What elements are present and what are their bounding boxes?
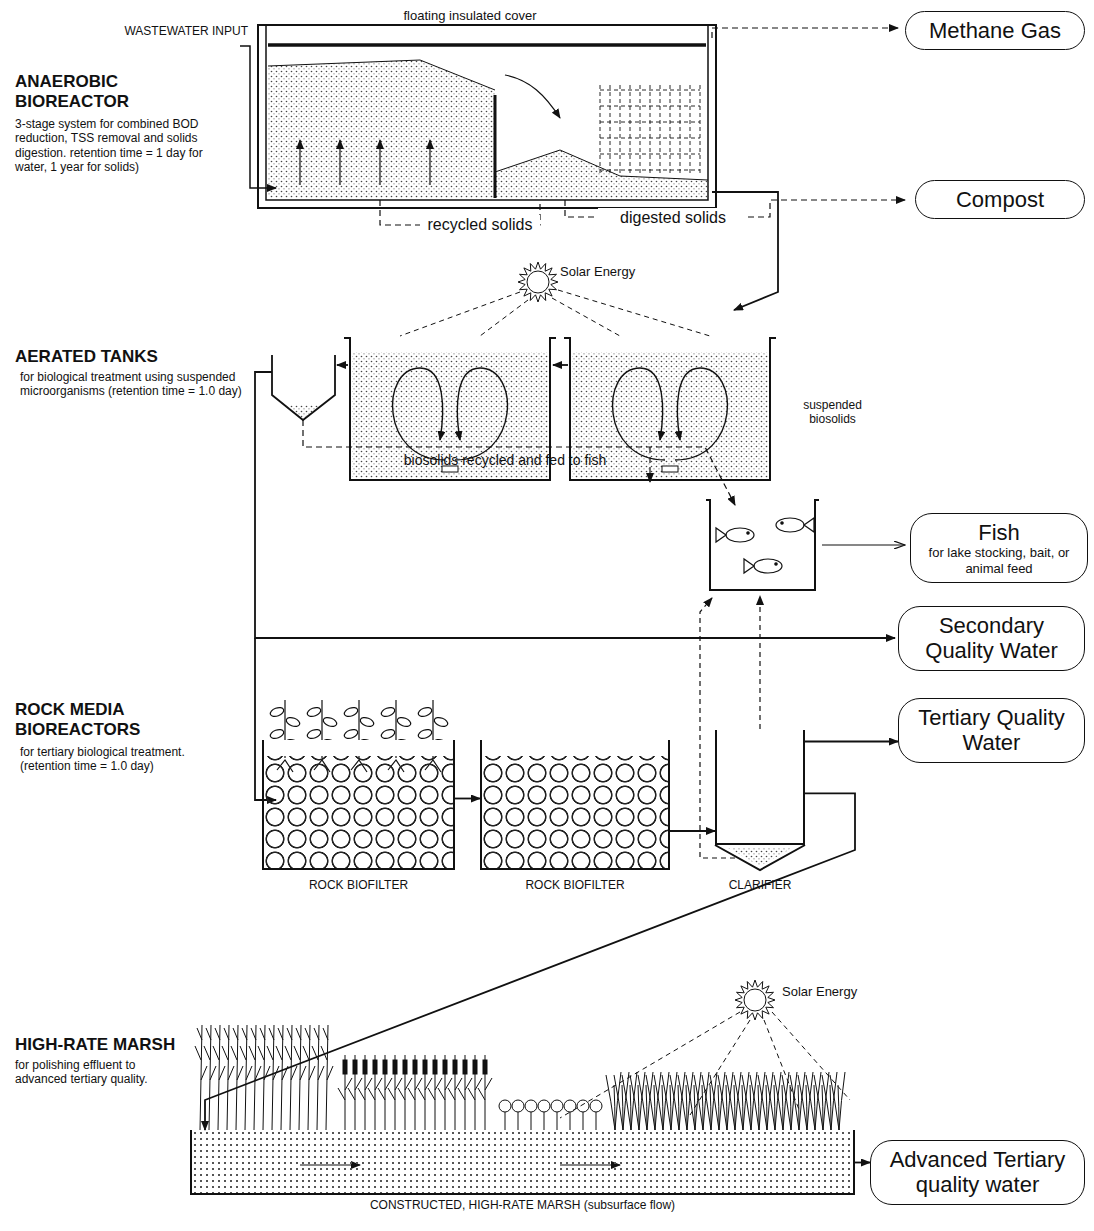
flow-arrow (805, 741, 898, 743)
tank-label: ROCK BIOFILTER (525, 878, 624, 892)
text-label: ROCK MEDIA BIOREACTORS (15, 700, 185, 741)
output-text: Methane Gas (929, 18, 1061, 43)
tank-box: CLARIFIER (715, 730, 805, 845)
output-text: for lake stocking, bait, or animal feed (921, 545, 1077, 576)
tank-label: CLARIFIER (729, 878, 792, 892)
text-label: for biological treatment using suspended… (20, 370, 245, 399)
tank-box: ROCK BIOFILTER (262, 740, 455, 870)
text-label: recycled solids (420, 215, 540, 234)
output-box: Tertiary Quality Water (898, 698, 1085, 763)
flow-arrow (670, 830, 715, 832)
tank-label: ROCK BIOFILTER (309, 878, 408, 892)
output-box: Secondary Quality Water (898, 606, 1085, 671)
output-text: Advanced Tertiary quality water (881, 1147, 1074, 1198)
text-label: biosolids recycled and fed to fish (360, 452, 650, 469)
output-box: Fishfor lake stocking, bait, or animal f… (910, 513, 1088, 583)
sun-symbol (518, 262, 775, 1020)
tank-box: ROCK BIOFILTER (480, 740, 670, 870)
text-label: WASTEWATER INPUT (120, 24, 248, 38)
text-label: AERATED TANKS (15, 347, 250, 367)
fish-tank (700, 500, 905, 858)
reactor-flows (240, 28, 905, 310)
marsh-plants (195, 1025, 845, 1130)
tank-box: CONSTRUCTED, HIGH-RATE MARSH (subsurface… (190, 1130, 855, 1195)
anaerobic-reactor (258, 25, 716, 208)
text-label: Solar Energy (782, 984, 902, 1000)
output-box: Methane Gas (905, 11, 1085, 50)
text-label: ANAEROBIC BIOREACTOR (15, 72, 155, 113)
output-box: Advanced Tertiary quality water (870, 1140, 1085, 1205)
text-label: floating insulated cover (360, 8, 580, 24)
output-text: Secondary Quality Water (909, 613, 1074, 664)
text-label: HIGH-RATE MARSH (15, 1035, 215, 1055)
text-label: suspended biosolids (785, 398, 880, 427)
text-label: for tertiary biological treatment. (rete… (20, 745, 200, 774)
flow-arrow (455, 798, 480, 800)
text-label: digested solids (598, 208, 748, 227)
output-text: Fish (978, 520, 1020, 545)
tank-label: CONSTRUCTED, HIGH-RATE MARSH (subsurface… (370, 1198, 675, 1212)
output-box: Compost (915, 180, 1085, 219)
output-text: Tertiary Quality Water (909, 705, 1074, 756)
text-label: 3-stage system for combined BOD reductio… (15, 117, 205, 175)
text-label: for polishing effluent to advanced terti… (15, 1058, 190, 1087)
output-text: Compost (956, 187, 1044, 212)
text-label: Solar Energy (560, 264, 680, 280)
flow-arrow (855, 1162, 870, 1164)
